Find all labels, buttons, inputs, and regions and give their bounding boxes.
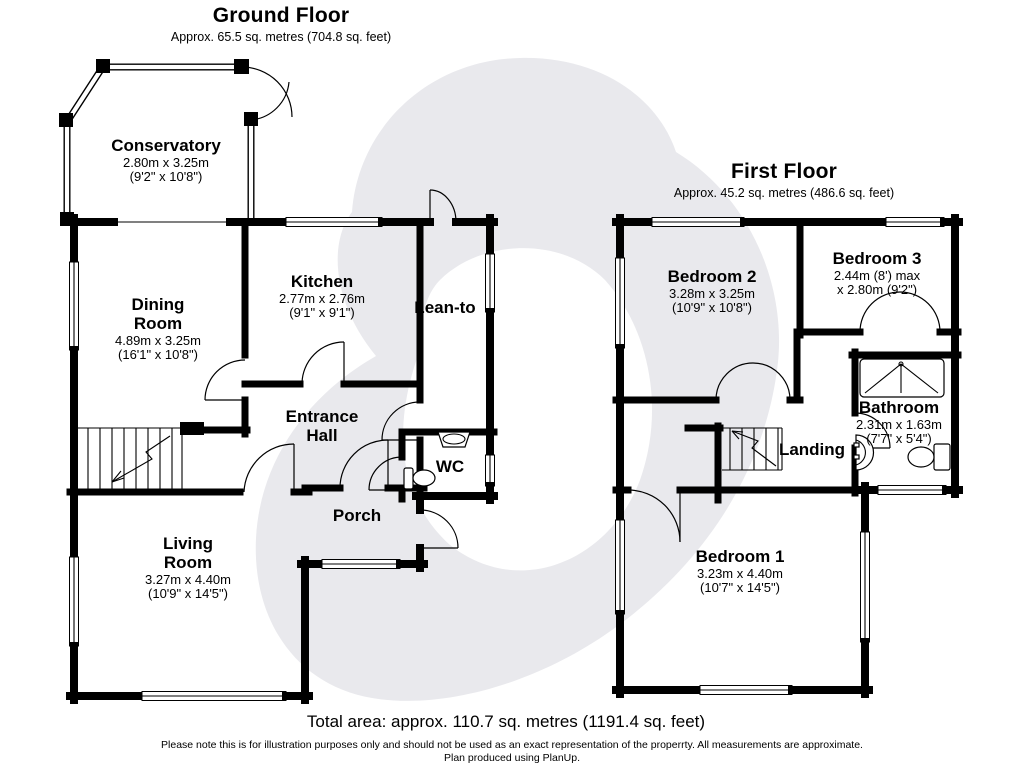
ground-floor-subtitle: Approx. 65.5 sq. metres (704.8 sq. feet) — [170, 30, 392, 44]
wc-sink — [437, 431, 471, 448]
first-floor-title-text: First Floor — [730, 160, 838, 183]
first-floor-title: First Floor Approx. 45.2 sq. metres (486… — [674, 160, 894, 200]
bathroom-sink-icon — [853, 434, 875, 471]
room-label-bedroom-1: Bedroom 1 3.23m x 4.40m (10'7" x 14'5") — [695, 547, 785, 596]
room-label-bathroom: Bathroom 2.31m x 1.63m (7'7" x 5'4") — [856, 398, 942, 447]
conservatory-door-arc — [250, 81, 290, 121]
ground-interior-walls — [66, 218, 498, 503]
conservatory-door-arc — [241, 66, 293, 118]
ground-floor-title: Ground Floor Approx. 65.5 sq. metres (70… — [171, 4, 391, 44]
conservatory-walls — [59, 59, 293, 224]
stairs-first — [722, 427, 783, 471]
total-area-text: Total area: approx. 110.7 sq. metres (11… — [306, 712, 706, 731]
bathroom-bath-icon — [859, 358, 945, 398]
room-label-bedroom-2: Bedroom 2 3.28m x 3.25m (10'9" x 10'8") — [667, 267, 757, 316]
ground-floor-plan — [59, 59, 498, 704]
room-label-landing: Landing — [778, 440, 846, 459]
wc-toilet — [403, 467, 436, 490]
room-label-entrance-hall: Entrance Hall — [285, 407, 359, 446]
first-floor-plan — [612, 214, 963, 698]
room-label-living-room: Living Room 3.27m x 4.40m (10'9" x 14'5"… — [145, 534, 231, 602]
room-label-lean-to: Lean-to — [414, 298, 476, 317]
room-label-kitchen: Kitchen 2.77m x 2.76m (9'1" x 9'1") — [279, 272, 365, 321]
planup-credit-text: Plan produced using PlanUp. — [443, 752, 581, 764]
room-label-dining-room: Dining Room 4.89m x 3.25m (16'1" x 10'8"… — [115, 295, 201, 363]
planup-watermark — [255, 57, 780, 701]
ground-floor-title-text: Ground Floor — [212, 4, 350, 27]
disclaimer-text: Please note this is for illustration pur… — [161, 739, 863, 751]
room-label-bedroom-3: Bedroom 3 2.44m (8') max x 2.80m (9'2") — [832, 249, 922, 298]
stairs-ground — [76, 422, 204, 492]
first-floor-subtitle: Approx. 45.2 sq. metres (486.6 sq. feet) — [673, 186, 895, 200]
room-label-conservatory: Conservatory 2.80m x 3.25m (9'2" x 10'8"… — [111, 136, 221, 185]
first-interior-walls — [612, 218, 962, 543]
bathroom-toilet-icon — [907, 443, 951, 471]
room-label-wc: WC — [435, 457, 465, 476]
room-label-porch: Porch — [332, 506, 382, 525]
